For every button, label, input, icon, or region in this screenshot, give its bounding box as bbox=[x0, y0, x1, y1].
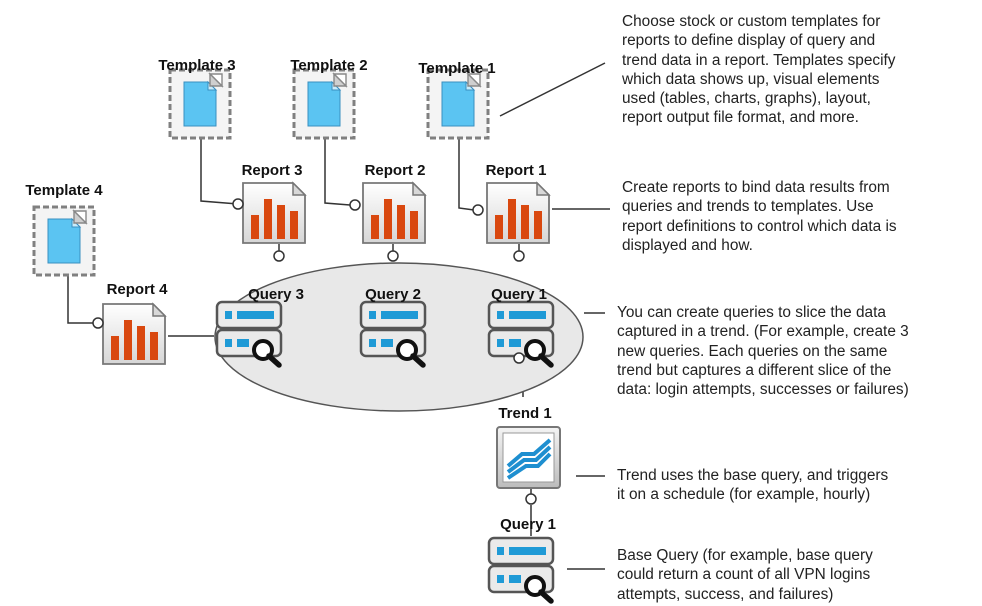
query-3-label: Query 3 bbox=[248, 286, 304, 303]
report-4-icon bbox=[102, 303, 166, 365]
report-4-label: Report 4 bbox=[106, 281, 168, 298]
reports-note: Create reports to bind data results from… bbox=[622, 179, 897, 254]
query-3-icon bbox=[217, 302, 281, 365]
report-3-label: Report 3 bbox=[241, 162, 303, 179]
template-2-label: Template 2 bbox=[290, 57, 368, 74]
base-query-note: Base Query (for example, base query coul… bbox=[617, 547, 873, 603]
report-2-label: Report 2 bbox=[364, 162, 426, 179]
template-3-label: Template 3 bbox=[158, 57, 236, 74]
report-1-label: Report 1 bbox=[485, 162, 547, 179]
connector-lines bbox=[67, 62, 610, 570]
base-query-label: Query 1 bbox=[500, 516, 556, 533]
template-4-label: Template 4 bbox=[25, 182, 103, 199]
report-1-icon bbox=[486, 182, 550, 244]
report-2-icon bbox=[362, 182, 426, 244]
query-2-label: Query 2 bbox=[365, 286, 421, 303]
report-3-icon bbox=[242, 182, 306, 244]
templates-note: Choose stock or custom templates for rep… bbox=[622, 13, 896, 127]
trend-label: Trend 1 bbox=[498, 405, 552, 422]
template-3-icon bbox=[168, 68, 232, 140]
template-2-icon bbox=[292, 68, 356, 140]
trend-icon bbox=[496, 426, 561, 489]
template-1-label: Template 1 bbox=[418, 60, 496, 77]
query-2-icon bbox=[361, 302, 425, 365]
query-1-label: Query 1 bbox=[491, 286, 547, 303]
template-1-icon bbox=[426, 68, 490, 140]
trend-note: Trend uses the base query, and triggers … bbox=[617, 467, 889, 504]
connector-nodes bbox=[92, 198, 537, 505]
base-query-icon bbox=[489, 538, 553, 601]
queries-note: You can create queries to slice the data… bbox=[617, 304, 909, 399]
template-4-icon bbox=[32, 205, 96, 277]
